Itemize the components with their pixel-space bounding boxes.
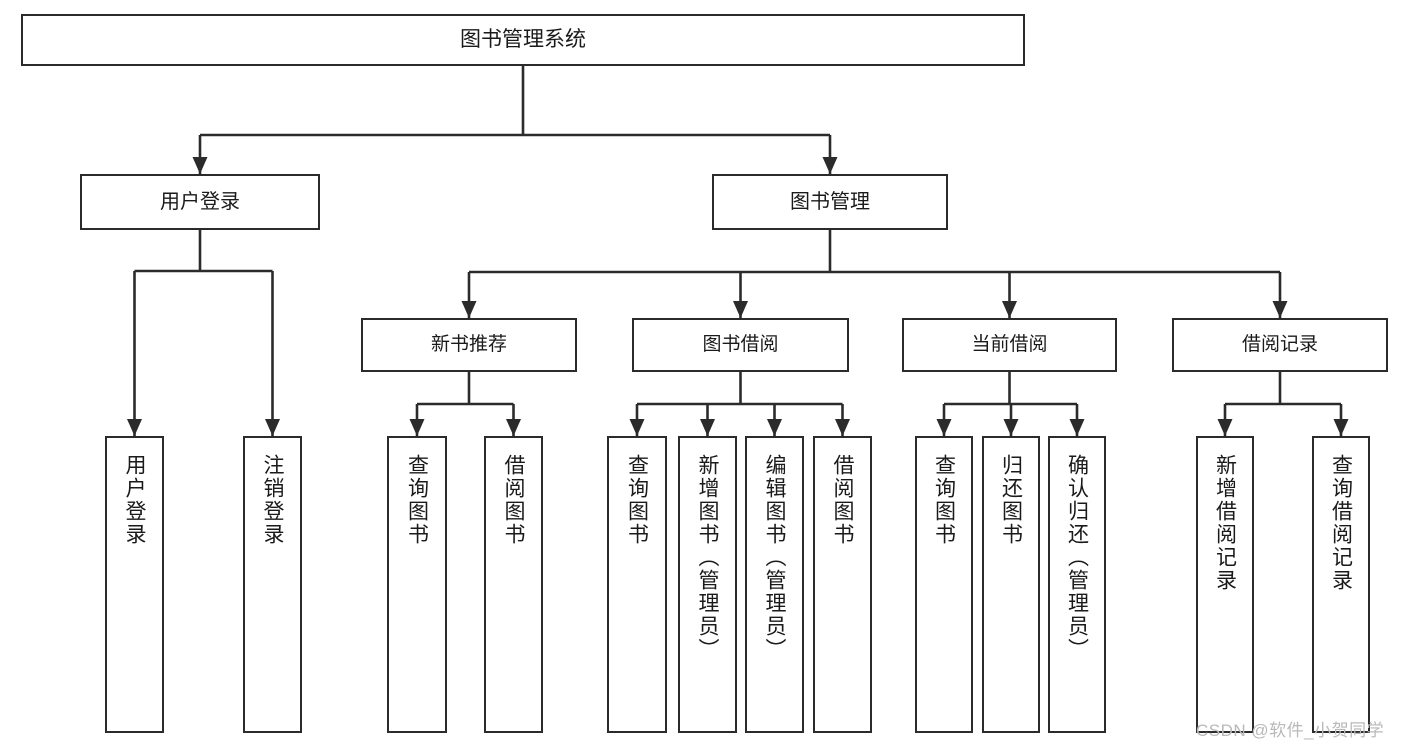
arrowhead-icon-leaf-query-record [1333, 419, 1349, 436]
node-leaf-borrow-book-b[interactable]: 借阅图书 [813, 436, 872, 733]
node-label: 查询图书 [932, 454, 956, 546]
arrowhead-icon-leaf-query-book-c [936, 419, 952, 436]
arrowhead-icon-leaf-add-book [700, 419, 715, 436]
node-label: 用户登录 [160, 190, 240, 213]
node-label: 归还图书 [999, 454, 1023, 546]
arrowhead-icon-leaf-confirm-return [1069, 419, 1085, 436]
arrowhead-icon-leaf-add-record [1217, 419, 1233, 436]
node-label: 注销登录 [261, 454, 284, 546]
watermark: CSDN @软件_小贺同学 [1196, 721, 1385, 740]
node-leaf-query-record[interactable]: 查询借阅记录 [1312, 436, 1370, 733]
node-leaf-borrow-book-a[interactable]: 借阅图书 [484, 436, 543, 733]
node-leaf-return-book[interactable]: 归还图书 [982, 436, 1040, 733]
node-label: 借阅记录 [1241, 334, 1318, 356]
arrowhead-icon-book-manage [822, 157, 838, 174]
node-leaf-edit-book[interactable]: 编辑图书（管理员） [745, 436, 804, 733]
node-root[interactable]: 图书管理系统 [21, 14, 1025, 66]
node-leaf-confirm-return[interactable]: 确认归还（管理员） [1048, 436, 1106, 733]
node-label: 新增借阅记录 [1213, 454, 1237, 592]
arrowhead-icon-leaf-query-book-b [629, 419, 645, 436]
node-leaf-user-logout[interactable]: 注销登录 [243, 436, 302, 733]
arrowhead-icon-leaf-user-login [127, 419, 142, 436]
node-label: 确认归还（管理员） [1065, 454, 1089, 661]
node-label: 新增图书（管理员） [696, 454, 719, 661]
node-new-book-rec[interactable]: 新书推荐 [361, 318, 577, 372]
node-label: 查询借阅记录 [1329, 454, 1353, 592]
node-label: 用户登录 [123, 454, 146, 546]
node-leaf-add-book[interactable]: 新增图书（管理员） [678, 436, 737, 733]
node-label: 当前借阅 [971, 334, 1048, 356]
node-label: 图书借阅 [702, 334, 779, 356]
node-label: 查询图书 [625, 454, 649, 546]
node-leaf-user-login[interactable]: 用户登录 [105, 436, 164, 733]
node-label: 借阅图书 [502, 454, 525, 546]
node-leaf-query-book-a[interactable]: 查询图书 [387, 436, 447, 733]
node-leaf-query-book-c[interactable]: 查询图书 [915, 436, 973, 733]
node-label: 编辑图书（管理员） [763, 454, 786, 661]
arrowhead-icon-book-borrow [733, 301, 748, 318]
node-label: 图书管理 [790, 190, 870, 213]
arrowhead-icon-current-borrow [1002, 301, 1017, 318]
arrowhead-icon-user-login [192, 157, 208, 174]
node-current-borrow[interactable]: 当前借阅 [902, 318, 1117, 372]
arrowhead-icon-leaf-query-book-a [409, 419, 425, 436]
arrowhead-icon-leaf-borrow-book-b [835, 419, 850, 436]
arrowhead-icon-new-book-rec [461, 301, 477, 318]
node-label: 查询图书 [405, 454, 429, 546]
node-borrow-record[interactable]: 借阅记录 [1172, 318, 1388, 372]
arrowhead-icon-borrow-record [1272, 301, 1288, 318]
arrowhead-icon-leaf-edit-book [767, 419, 782, 436]
node-label: 图书管理系统 [460, 28, 586, 52]
node-leaf-add-record[interactable]: 新增借阅记录 [1196, 436, 1254, 733]
node-book-borrow[interactable]: 图书借阅 [632, 318, 849, 372]
arrowhead-icon-leaf-return-book [1003, 419, 1019, 436]
node-label: 借阅图书 [831, 454, 854, 546]
node-user-login[interactable]: 用户登录 [80, 174, 320, 230]
arrowhead-icon-leaf-user-logout [265, 419, 280, 436]
node-book-manage[interactable]: 图书管理 [712, 174, 948, 230]
node-leaf-query-book-b[interactable]: 查询图书 [607, 436, 667, 733]
arrowhead-icon-leaf-borrow-book-a [506, 419, 521, 436]
node-label: 新书推荐 [430, 334, 507, 356]
